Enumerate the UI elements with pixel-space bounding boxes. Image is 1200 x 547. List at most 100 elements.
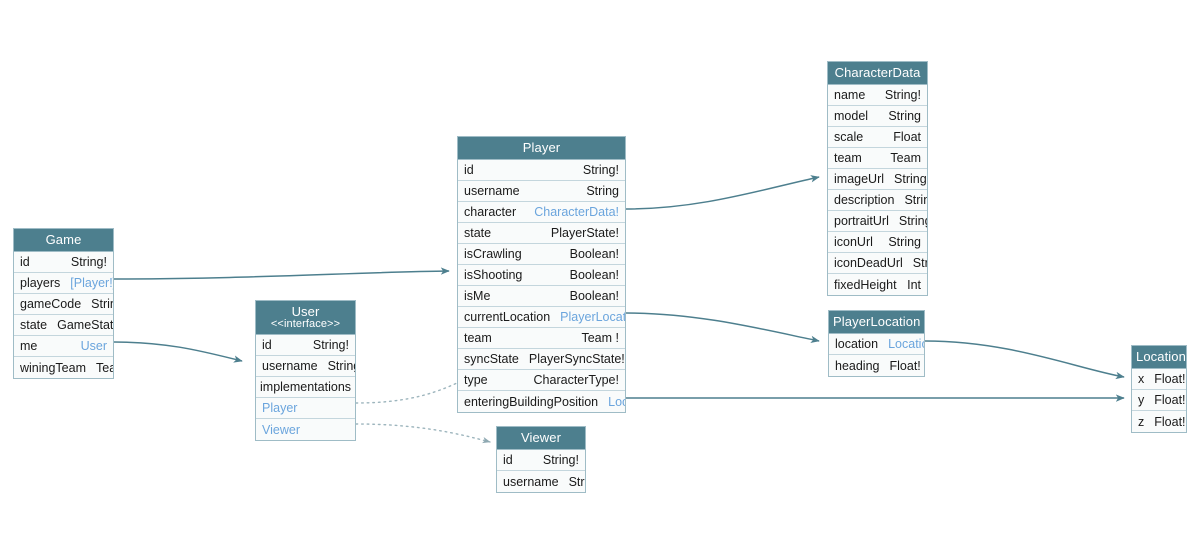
entity-viewer[interactable]: Viewer id String! username String — [496, 426, 586, 493]
field-type: String — [894, 172, 927, 186]
field-type: PlayerState! — [550, 226, 619, 240]
edge-user-viewer-implements — [355, 423, 491, 444]
entity-location[interactable]: Location x Float! y Float! z Float! — [1131, 345, 1187, 433]
entity-player[interactable]: Player id String! username String charac… — [457, 136, 626, 413]
field-game-id[interactable]: id String! — [14, 252, 113, 273]
field-name: z — [1138, 414, 1145, 429]
field-characterdata-fixedheight[interactable]: fixedHeight Int — [828, 274, 927, 295]
implementation-name[interactable]: Viewer — [262, 422, 300, 437]
field-type: String — [888, 109, 921, 123]
field-player-iscrawling[interactable]: isCrawling Boolean! — [458, 244, 625, 265]
edge-playerlocation-location-to-location — [924, 340, 1125, 380]
field-location-z[interactable]: z Float! — [1132, 411, 1186, 432]
field-game-winingteam[interactable]: winingTeam Team — [14, 357, 113, 378]
field-user-username[interactable]: username String — [256, 356, 355, 377]
user-implementation-player[interactable]: Player — [256, 398, 355, 419]
field-name: username — [464, 184, 520, 198]
field-name: isCrawling — [464, 247, 522, 261]
field-player-team[interactable]: team Team ! — [458, 328, 625, 349]
field-type[interactable]: User — [80, 339, 107, 353]
field-name: players — [20, 276, 61, 290]
field-player-enteringbuildingposition[interactable]: enteringBuildingPosition Location — [458, 391, 625, 412]
field-name: fixedHeight — [834, 277, 897, 292]
field-characterdata-name[interactable]: name String! — [828, 85, 927, 106]
field-type: String! — [582, 163, 619, 177]
field-name: model — [834, 109, 869, 123]
edge-player-currentlocation-to-playerlocation — [625, 312, 820, 343]
field-characterdata-team[interactable]: team Team — [828, 148, 927, 169]
field-player-username[interactable]: username String — [458, 181, 625, 202]
field-type[interactable]: Location — [608, 394, 625, 409]
edge-game-me-to-user — [113, 341, 243, 363]
entity-user-header: User <<interface>> — [256, 301, 355, 335]
field-type: String! — [884, 88, 921, 102]
field-player-id[interactable]: id String! — [458, 160, 625, 181]
field-player-type[interactable]: type CharacterType! — [458, 370, 625, 391]
field-location-y[interactable]: y Float! — [1132, 390, 1186, 411]
field-characterdata-iconurl[interactable]: iconUrl String — [828, 232, 927, 253]
field-name: character — [464, 205, 517, 219]
field-name: type — [464, 373, 488, 387]
field-location-x[interactable]: x Float! — [1132, 369, 1186, 390]
field-name: team — [464, 331, 492, 345]
field-type: Team ! — [581, 331, 619, 345]
field-game-state[interactable]: state GameState! — [14, 315, 113, 336]
field-player-currentlocation[interactable]: currentLocation PlayerLocation! — [458, 307, 625, 328]
entity-game[interactable]: Game id String! players [Player!] gameCo… — [13, 228, 114, 379]
field-type: String — [327, 359, 355, 373]
field-type[interactable]: Location! — [888, 337, 924, 351]
field-name: id — [20, 255, 30, 269]
field-characterdata-scale[interactable]: scale Float — [828, 127, 927, 148]
field-name: iconDeadUrl — [834, 256, 903, 270]
field-name: location — [835, 337, 879, 351]
field-characterdata-model[interactable]: model String — [828, 106, 927, 127]
field-type: Boolean! — [569, 247, 619, 261]
implementation-name[interactable]: Player — [262, 401, 298, 415]
entity-player-title: Player — [522, 140, 561, 155]
field-player-syncstate[interactable]: syncState PlayerSyncState! — [458, 349, 625, 370]
field-name: iconUrl — [834, 235, 873, 249]
field-game-gamecode[interactable]: gameCode String! — [14, 294, 113, 315]
field-player-isshooting[interactable]: isShooting Boolean! — [458, 265, 625, 286]
entity-user[interactable]: User <<interface>> id String! username S… — [255, 300, 356, 441]
field-game-me[interactable]: me User — [14, 336, 113, 357]
field-name: isMe — [464, 289, 491, 303]
field-player-state[interactable]: state PlayerState! — [458, 223, 625, 244]
field-type: Float! — [1154, 393, 1186, 407]
field-viewer-username[interactable]: username String — [497, 471, 585, 492]
edge-player-character-to-characterdata — [625, 175, 820, 210]
field-name: id — [262, 338, 272, 352]
entity-playerlocation[interactable]: PlayerLocation location Location! headin… — [828, 310, 925, 377]
field-user-id[interactable]: id String! — [256, 335, 355, 356]
field-type: String — [898, 214, 927, 228]
field-type[interactable]: [Player!] — [70, 276, 113, 290]
field-player-isme[interactable]: isMe Boolean! — [458, 286, 625, 307]
field-type: Team — [890, 151, 921, 165]
field-name: gameCode — [20, 297, 82, 311]
field-playerlocation-location[interactable]: location Location! — [829, 334, 924, 355]
field-characterdata-icondeadurl[interactable]: iconDeadUrl String — [828, 253, 927, 274]
entity-user-title: User — [291, 304, 320, 319]
field-name: id — [503, 453, 513, 467]
field-game-players[interactable]: players [Player!] — [14, 273, 113, 294]
entity-game-title: Game — [45, 232, 82, 247]
field-type[interactable]: CharacterData! — [534, 205, 619, 219]
field-name: currentLocation — [464, 310, 551, 324]
field-name: enteringBuildingPosition — [464, 394, 599, 409]
field-name: imageUrl — [834, 172, 885, 186]
field-type: String — [912, 256, 927, 270]
entity-user-stereotype: <<interface>> — [270, 318, 341, 330]
field-type: String — [904, 193, 927, 207]
field-characterdata-imageurl[interactable]: imageUrl String — [828, 169, 927, 190]
field-playerlocation-heading[interactable]: heading Float! — [829, 355, 924, 376]
field-characterdata-portraiturl[interactable]: portraitUrl String — [828, 211, 927, 232]
field-characterdata-description[interactable]: description String — [828, 190, 927, 211]
field-player-character[interactable]: character CharacterData! — [458, 202, 625, 223]
field-name: id — [464, 163, 474, 177]
field-name: syncState — [464, 352, 519, 366]
field-type[interactable]: PlayerLocation! — [560, 310, 625, 324]
field-viewer-id[interactable]: id String! — [497, 450, 585, 471]
user-implementation-viewer[interactable]: Viewer — [256, 419, 355, 440]
entity-playerlocation-header: PlayerLocation — [829, 311, 924, 334]
entity-characterdata[interactable]: CharacterData name String! model String … — [827, 61, 928, 296]
